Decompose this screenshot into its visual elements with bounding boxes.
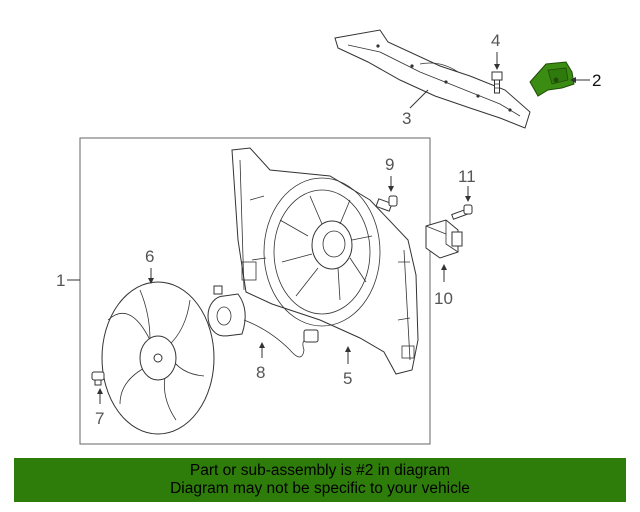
callout-8: 8 xyxy=(256,363,265,382)
arrow-10 xyxy=(441,264,447,270)
arrow-8 xyxy=(259,342,265,348)
arrow-7 xyxy=(97,388,103,394)
part-5-fan-shroud xyxy=(231,147,419,375)
banner-line-1: Part or sub-assembly is #2 in diagram xyxy=(189,462,451,479)
part-7-screw xyxy=(91,371,105,386)
arrow-2 xyxy=(570,77,576,83)
part-4-bolt xyxy=(491,71,503,94)
callout-4: 4 xyxy=(491,31,500,50)
callout-5: 5 xyxy=(343,369,352,388)
banner-line-2: Diagram may not be specific to your vehi… xyxy=(170,480,470,497)
callout-9: 9 xyxy=(385,155,394,174)
callout-11: 11 xyxy=(458,167,476,186)
leader-3 xyxy=(409,89,429,109)
callout-1: 1 xyxy=(56,271,65,290)
part-10-resistor xyxy=(425,219,463,259)
part-9-bolt xyxy=(375,195,398,212)
part-11-screw xyxy=(451,204,473,220)
callout-10: 10 xyxy=(434,289,453,308)
callout-3: 3 xyxy=(402,109,411,128)
arrow-11 xyxy=(465,196,471,202)
callout-6: 6 xyxy=(145,247,154,266)
part-3-bracket xyxy=(334,29,531,129)
part-6-fan-blade xyxy=(101,281,215,435)
arrow-9 xyxy=(388,186,394,192)
callout-2: 2 xyxy=(592,71,601,90)
info-banner: Part or sub-assembly is #2 in diagram Di… xyxy=(14,458,626,502)
arrow-6 xyxy=(148,278,154,284)
part-8-fan-motor xyxy=(207,285,319,358)
part-2-clip-highlighted xyxy=(529,61,575,97)
callout-7: 7 xyxy=(95,409,104,428)
arrow-4 xyxy=(494,64,500,70)
assembly-frame xyxy=(79,137,431,445)
arrow-5 xyxy=(345,346,351,352)
